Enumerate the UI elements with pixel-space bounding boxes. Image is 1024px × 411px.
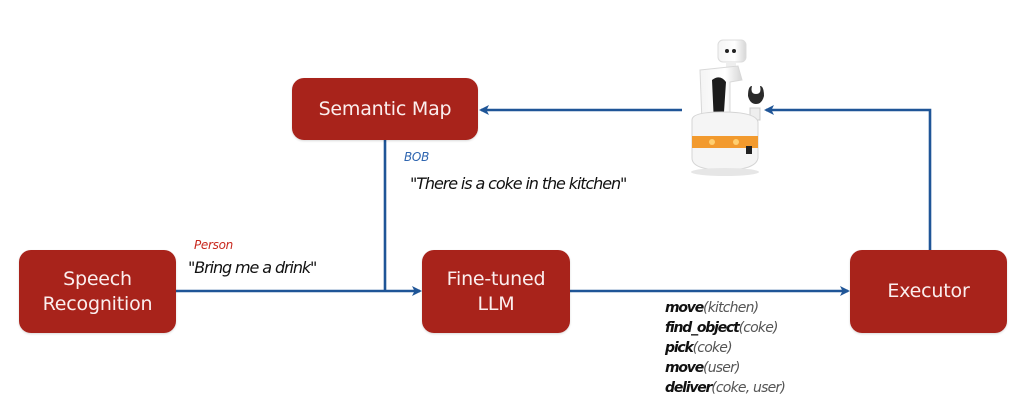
plan-step: pick(coke) [665, 340, 733, 356]
llm-label-line1: Fine-tuned [446, 267, 546, 290]
speech-recognition-label-line2: Recognition [42, 292, 153, 315]
llm-label-line2: LLM [477, 292, 515, 315]
bob-speaker-label: BOB [404, 150, 430, 164]
speech-recognition-label-line1: Speech [63, 267, 132, 290]
action-plan: move(kitchen) find_object(coke) pick(cok… [665, 298, 786, 398]
plan-step: find_object(coke) [665, 320, 779, 336]
semantic-map-node: Semantic Map [292, 78, 478, 140]
plan-step: move(kitchen) [665, 300, 759, 316]
semantic-map-label: Semantic Map [318, 97, 452, 120]
bob-message: "There is a coke in the kitchen" [410, 174, 627, 193]
robot-image [691, 39, 764, 176]
speech-recognition-node: Speech Recognition [19, 250, 176, 333]
arrow-executor-to-robot [764, 105, 932, 250]
plan-step: deliver(coke, user) [665, 380, 786, 396]
plan-step: move(user) [665, 360, 740, 376]
executor-label: Executor [887, 280, 970, 302]
person-speaker-label: Person [194, 238, 233, 252]
fine-tuned-llm-node: Fine-tuned LLM [422, 250, 570, 333]
person-message: "Bring me a drink" [188, 258, 317, 277]
executor-node: Executor [850, 250, 1007, 333]
